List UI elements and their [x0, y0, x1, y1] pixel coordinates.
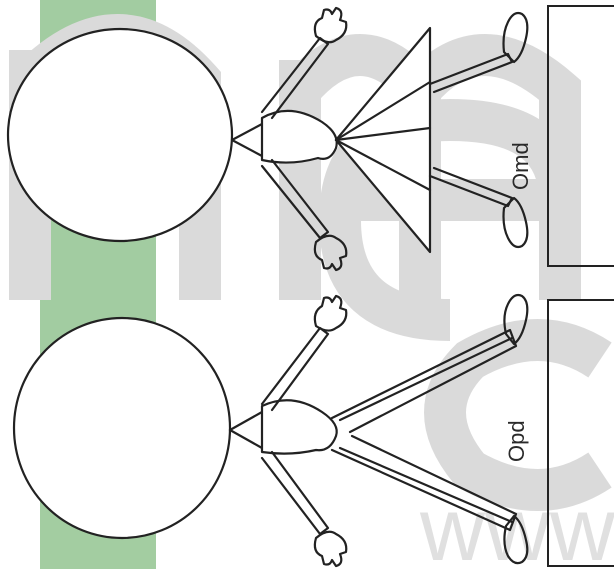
- label-opd: Opd: [504, 420, 529, 462]
- label-omd: Omd: [508, 142, 533, 190]
- arm-upper: [262, 328, 328, 410]
- head: [8, 29, 232, 241]
- neck-line: [232, 124, 262, 140]
- watermark-glyph-c: [445, 340, 600, 490]
- neck-line-2: [230, 430, 262, 448]
- arm-lower: [262, 452, 328, 534]
- neck-line-2: [232, 140, 262, 156]
- hand-upper: [315, 296, 346, 331]
- hand-lower: [315, 532, 346, 566]
- torso: [262, 111, 337, 163]
- neck-line: [230, 412, 262, 430]
- watermark-text: www: [419, 480, 614, 569]
- head: [14, 318, 230, 538]
